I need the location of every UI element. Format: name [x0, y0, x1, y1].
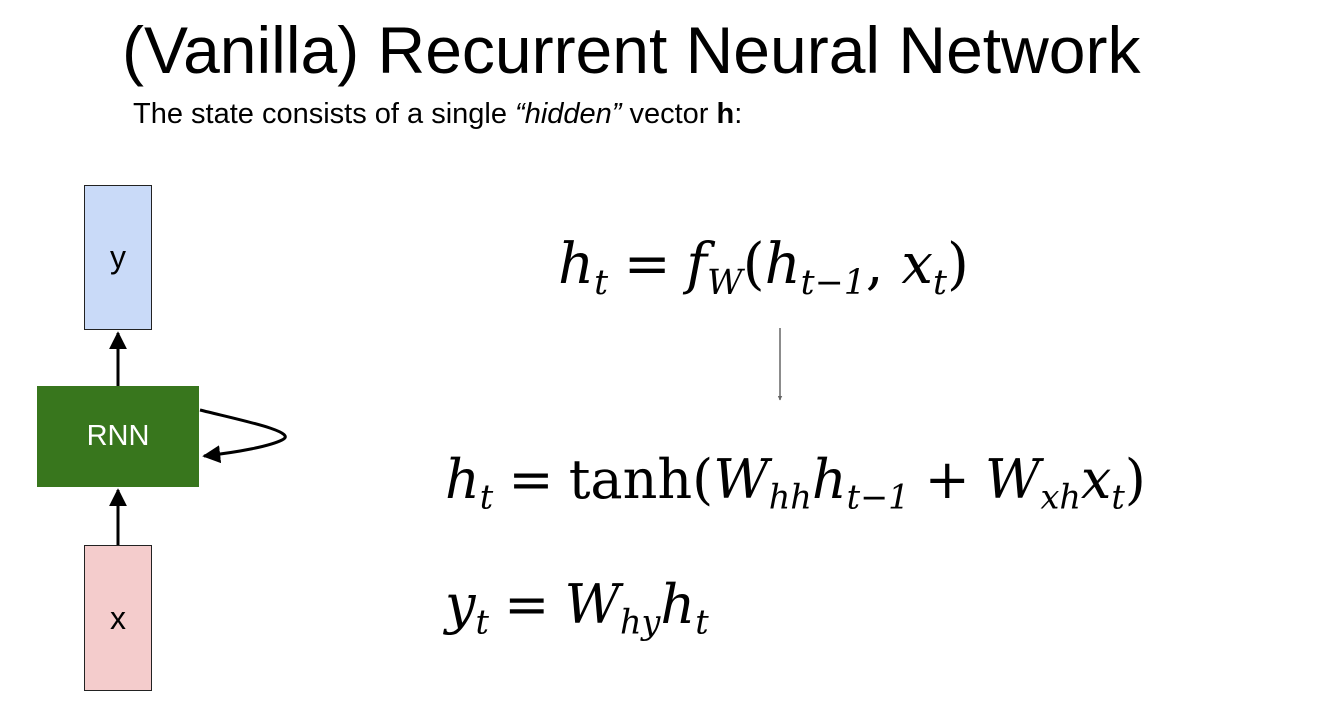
- equation-recurrence: ht=fW(ht−1, xt): [558, 237, 969, 301]
- eq2-equals: =: [508, 448, 554, 511]
- eq1-function: f: [686, 232, 708, 297]
- equation-output: yt=Whyht: [445, 578, 709, 639]
- eq1-comma: ,: [865, 232, 902, 297]
- eq3-lhs-var: y: [445, 573, 476, 636]
- eq2-lhs-sub: t: [479, 477, 494, 517]
- eq1-lhs-sub: t: [594, 263, 609, 304]
- eq2-w1: W: [713, 448, 769, 511]
- eq1-equals: =: [623, 232, 671, 297]
- recurrent-loop-arrow: [199, 408, 287, 464]
- eq2-a1: h: [811, 448, 847, 511]
- eq2-w1-sub: hh: [768, 477, 812, 517]
- eq1-arg2: x: [901, 232, 933, 297]
- eq3-a-sub: t: [695, 602, 709, 642]
- eq1-arg1-sub: t−1: [800, 263, 866, 304]
- subtitle-prefix: The state consists of a single: [133, 98, 516, 130]
- eq1-function-sub: W: [707, 263, 743, 304]
- slide-subtitle: The state consists of a single “hidden” …: [133, 96, 742, 132]
- eq2-a2-sub: t: [1111, 477, 1125, 517]
- eq3-lhs-sub: t: [475, 602, 489, 642]
- eq1-close-paren: ): [946, 232, 969, 297]
- eq1-lhs-var: h: [558, 232, 595, 297]
- eq2-a2: x: [1080, 448, 1112, 511]
- eq1-open-paren: (: [742, 232, 765, 297]
- subtitle-suffix: :: [734, 98, 743, 130]
- eq3-a: h: [660, 573, 696, 636]
- output-y-box: y: [84, 185, 152, 330]
- eq2-w2: W: [984, 448, 1041, 511]
- input-x-box: x: [84, 545, 152, 691]
- input-x-label: x: [110, 599, 126, 636]
- eq1-arg2-sub: t: [933, 263, 947, 304]
- eq2-lhs-var: h: [445, 448, 480, 511]
- eq2-plus: +: [924, 448, 970, 511]
- eq2-a1-sub: t−1: [846, 477, 910, 517]
- eq2-w2-sub: xh: [1040, 477, 1081, 517]
- subtitle-emphasis: “hidden”: [515, 98, 622, 130]
- eq2-close-paren: ): [1124, 448, 1146, 511]
- subtitle-middle: vector: [621, 98, 717, 130]
- rnn-cell-label: RNN: [86, 420, 150, 452]
- equation-hidden-update: ht=tanh(Whhht−1+Wxhxt): [445, 453, 1146, 514]
- rnn-cell-box: RNN: [37, 386, 199, 487]
- subtitle-bold-h: h: [716, 98, 735, 130]
- eq3-equals: =: [504, 573, 550, 636]
- eq3-w: W: [564, 573, 620, 636]
- output-y-label: y: [110, 239, 126, 275]
- eq2-tanh: tanh(: [568, 448, 714, 511]
- slide-title: (Vanilla) Recurrent Neural Network: [122, 13, 1141, 87]
- eq1-arg1: h: [764, 232, 801, 297]
- eq3-w-sub: hy: [619, 602, 661, 642]
